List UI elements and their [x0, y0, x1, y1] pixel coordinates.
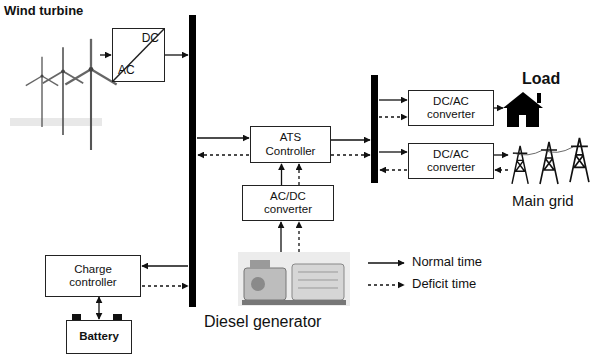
- legend-sample: [368, 284, 404, 285]
- box-text: DC/AC converter: [419, 148, 483, 174]
- box-text: ATS Controller: [259, 131, 323, 157]
- diesel-generator: [238, 252, 350, 306]
- dc-bus-bar: [189, 15, 196, 307]
- box-text: Charge controller: [53, 263, 133, 289]
- connector-arrow: [98, 297, 99, 319]
- legend-text: Normal time: [412, 254, 482, 269]
- box-text: DC/AC converter: [419, 95, 483, 121]
- dc-ac-converter: DC/AC converter: [408, 143, 494, 179]
- box-text: AC/DC converter: [253, 190, 323, 216]
- wires: [100, 55, 508, 286]
- ac-dc-converter: AC/DC converter: [242, 185, 334, 221]
- component-label: Diesel generator: [204, 313, 321, 331]
- dc-ac-converter: DC AC: [112, 28, 165, 82]
- battery-box: Battery: [66, 320, 132, 354]
- dc-bus-bar: [371, 75, 378, 183]
- ats-controller: ATS Controller: [250, 126, 331, 163]
- charge-controller: Charge controller: [45, 255, 141, 297]
- legend-sample: [368, 262, 404, 263]
- box-text: DC: [142, 32, 159, 46]
- dc-ac-converter: DC/AC converter: [408, 90, 494, 126]
- component-label: Load: [522, 70, 560, 88]
- load-house: [503, 92, 543, 127]
- box-text: Battery: [71, 330, 127, 343]
- component-label: Main grid: [512, 192, 574, 209]
- component-label: Wind turbine: [4, 3, 83, 18]
- grid-pylons: [512, 138, 589, 184]
- connector-arrow: [281, 164, 282, 185]
- legend-text: Deficit time: [412, 276, 476, 291]
- wind-turbines: [10, 39, 117, 150]
- box-text: AC: [118, 64, 135, 78]
